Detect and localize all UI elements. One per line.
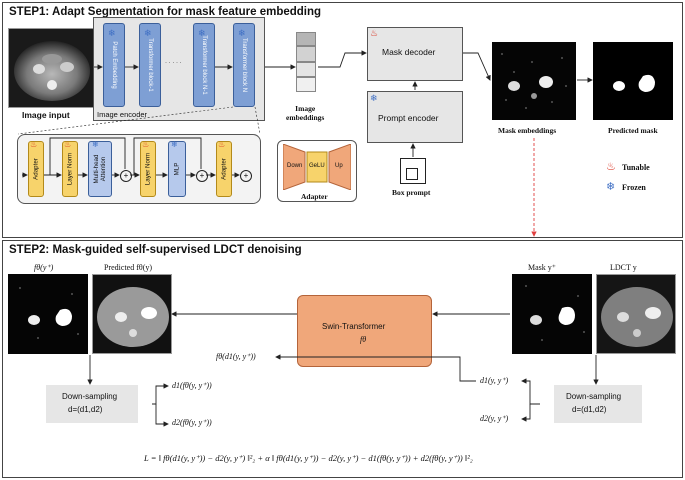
- snowflake-icon: ❄: [108, 28, 116, 38]
- legend-frozen: Frozen: [622, 183, 646, 192]
- d1-right-label: d1(y, y⁺): [480, 376, 509, 385]
- mask-embeddings-label: Mask embeddings: [498, 126, 557, 135]
- ldct-label: LDCT y: [610, 263, 637, 272]
- ldct-image: [596, 274, 676, 354]
- fire-icon: ♨: [142, 140, 150, 149]
- snowflake-icon: ❄: [198, 28, 206, 38]
- fire-icon: ♨: [30, 140, 38, 149]
- transformer-block-n-1: Transformer block N-1: [193, 23, 215, 107]
- transformer-block-n: Transformer block N: [233, 23, 255, 107]
- predicted-mask-label: Predicted mask: [608, 126, 658, 135]
- box-prompt-inner: [406, 168, 418, 180]
- predicted-mask-image: [593, 42, 673, 120]
- snowflake-icon: ❄: [171, 140, 178, 149]
- image-encoder-label: Image encoder: [97, 110, 148, 119]
- predicted-mask-svg: [593, 42, 673, 120]
- predicted-f-label: Predicted fθ(y): [104, 263, 153, 272]
- mask-decoder-box: [367, 27, 463, 81]
- mlp-block: MLP: [168, 141, 186, 197]
- image-embeddings-label: Image embeddings: [286, 104, 325, 122]
- box-prompt-outer: [400, 158, 426, 184]
- adapter-detail-shapes: [283, 144, 351, 190]
- d2-right-label: d2(y, y⁺): [480, 414, 509, 423]
- step1-title: STEP1: Adapt Segmentation for mask featu…: [9, 6, 322, 18]
- snowflake-icon: ❄: [238, 28, 246, 38]
- snowflake-icon: ❄: [606, 181, 616, 193]
- image-input-label: Image input: [22, 110, 70, 120]
- adapter-up: Up: [335, 163, 343, 169]
- down-right-line2: d=(d1,d2): [572, 405, 607, 414]
- d2-f-label: d2(fθ(y, y⁺)): [172, 418, 212, 427]
- layer-norm-2: Layer Norm: [140, 141, 156, 197]
- patch-embedding-block: Patch Embedding: [103, 23, 125, 107]
- f-mask-image: [8, 274, 88, 354]
- snowflake-icon: ❄: [370, 93, 378, 103]
- predicted-f-svg: [93, 275, 171, 353]
- mask-y-svg: [512, 274, 592, 354]
- predicted-f-image: [92, 274, 172, 354]
- plus-node-1: +: [120, 170, 132, 182]
- adapter-down: Down: [287, 163, 303, 169]
- image-embeddings-stack: [296, 32, 316, 92]
- fire-icon: ♨: [218, 140, 226, 149]
- loss-equation: L = ‖ fθ(d1(y, y⁺)) − d2(y, y⁺) ‖²₂ + α …: [144, 453, 473, 463]
- swin-sub: fθ: [360, 335, 367, 344]
- layer-norm-1: Layer Norm: [62, 141, 78, 197]
- mask-y-image: [512, 274, 592, 354]
- plus-node-2: +: [196, 170, 208, 182]
- fire-icon: ♨: [370, 28, 379, 38]
- snowflake-icon: ❄: [92, 140, 99, 149]
- fire-icon: ♨: [606, 161, 616, 173]
- step2-title: STEP2: Mask-guided self-supervised LDCT …: [9, 244, 302, 256]
- ct-image: [9, 29, 93, 107]
- mask-y-label: Mask y⁺: [528, 263, 556, 272]
- swin-label: Swin-Transformer: [322, 322, 386, 331]
- adapter-gelu: GeLU: [309, 163, 325, 169]
- mask-embeddings-svg: [492, 42, 576, 120]
- prompt-encoder-label: Prompt encoder: [378, 113, 439, 123]
- box-prompt-label: Box prompt: [392, 188, 431, 197]
- adapter-detail-label: Adapter: [301, 192, 328, 201]
- plus-node-3: +: [240, 170, 252, 182]
- down-right-line1: Down-sampling: [566, 392, 622, 401]
- transformer-block-1: Transformer block-1: [139, 23, 161, 107]
- down-sampling-right: [554, 385, 642, 423]
- fire-icon: ♨: [64, 140, 72, 149]
- d1-f-label: d1(fθ(y, y⁺)): [172, 381, 212, 390]
- ellipsis: · · · · ·: [165, 60, 182, 66]
- multi-head-attention: Multi-head Attention: [88, 141, 112, 197]
- snowflake-icon: ❄: [144, 28, 152, 38]
- down-left-line2: d=(d1,d2): [68, 405, 103, 414]
- f-mask-label: fθ(y⁺): [34, 263, 54, 272]
- mask-decoder-label: Mask decoder: [382, 47, 436, 57]
- down-left-line1: Down-sampling: [62, 392, 118, 401]
- legend-tunable: Tunable: [622, 163, 650, 172]
- adapter-yellow-2: Adapter: [216, 141, 232, 197]
- image-input-ct: [8, 28, 94, 108]
- f-out-label: fθ(d1(y, y⁺)): [216, 352, 256, 361]
- prompt-encoder-box: [367, 91, 463, 143]
- f-mask-svg: [8, 274, 88, 354]
- mask-embeddings-image: [492, 42, 576, 120]
- swin-transformer-box: [297, 295, 432, 367]
- down-sampling-left: [46, 385, 138, 423]
- adapter-yellow-1: Adapter: [28, 141, 44, 197]
- ldct-svg: [597, 275, 675, 353]
